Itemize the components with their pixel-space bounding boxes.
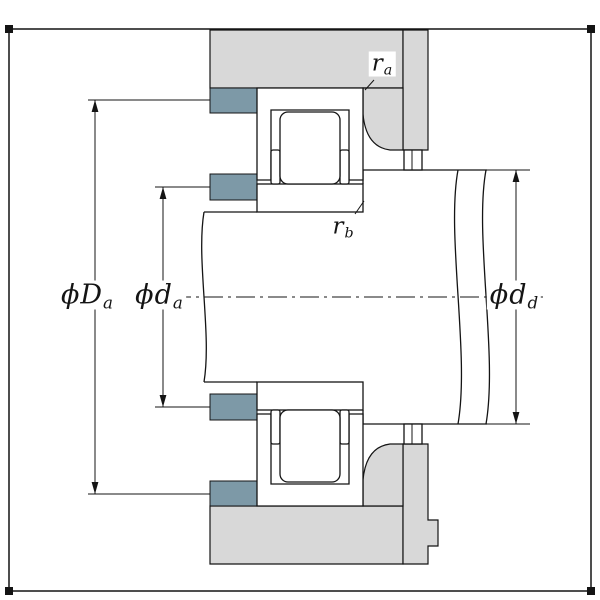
cage-bar-top-left: [270, 149, 281, 185]
dim-Da-arrow-bottom: [91, 482, 99, 494]
cage-bar-bottom-right: [339, 409, 350, 445]
dim-dd-arrow-bottom: [512, 412, 520, 424]
phi-symbol: ϕ: [489, 279, 509, 311]
abutment-inner-top: [209, 173, 258, 201]
dim-dd-arrow-top: [512, 170, 520, 182]
inner-ring-bottom: [256, 381, 364, 411]
corner-handle-top-left: [5, 25, 13, 33]
label-subscript: d: [527, 292, 539, 313]
label-subscript: a: [103, 292, 114, 313]
dim-da-arrow-bottom: [159, 395, 167, 407]
abutment-inner-bottom: [209, 393, 258, 421]
housing-end-cover-bottom: [402, 443, 439, 565]
dim-da-arrow-top: [159, 187, 167, 199]
phi-symbol: ϕ: [60, 279, 80, 311]
outer-ring-top: [256, 87, 364, 181]
label-phi-da: ϕda: [132, 279, 186, 313]
bearing-bottom-half: [256, 381, 364, 507]
cage-bar-top-right: [339, 149, 350, 185]
housing-shoulder-top: [362, 87, 404, 151]
spacer-ring-bottom: [403, 423, 423, 445]
label-phi-Da: ϕDa: [57, 279, 117, 313]
housing-shoulder-bottom: [362, 443, 404, 507]
shaft-break-line-2: [481, 169, 491, 425]
phi-symbol: ϕ: [135, 279, 154, 311]
abutment-outer-top: [209, 87, 258, 114]
label-rb: rb: [329, 213, 357, 242]
label-subscript: b: [344, 225, 354, 242]
label-base: r: [332, 213, 344, 240]
corner-handle-bottom-left: [5, 587, 13, 595]
label-base: D: [80, 279, 103, 311]
figure-frame: [8, 28, 592, 592]
corner-handle-bottom-right: [587, 587, 595, 595]
housing-end-cover-top: [402, 29, 429, 151]
roller-bottom: [279, 409, 341, 483]
label-base: r: [371, 50, 383, 77]
label-base: d: [154, 279, 172, 311]
label-subscript: a: [172, 292, 183, 313]
abutment-outer-bottom: [209, 480, 258, 507]
label-phi-dd: ϕdd: [486, 279, 542, 313]
inner-ring-top: [256, 183, 364, 213]
label-subscript: a: [383, 62, 393, 79]
outer-ring-bottom: [256, 413, 364, 507]
bearing-top-half: [256, 87, 364, 213]
abutment-surfaces: [209, 87, 258, 507]
ra-leader-line: [364, 79, 375, 91]
housing-bottom-slab: [209, 505, 404, 565]
label-ra: ra: [368, 50, 396, 79]
roller-top: [279, 111, 341, 185]
corner-handle-top-right: [587, 25, 595, 33]
dim-Da-arrow-top: [91, 100, 99, 112]
label-base: d: [509, 279, 527, 311]
rb-leader-line: [354, 200, 365, 215]
shaft-break-line-1: [453, 169, 463, 425]
cage-bar-bottom-left: [270, 409, 281, 445]
spacer-ring-top: [403, 149, 423, 171]
